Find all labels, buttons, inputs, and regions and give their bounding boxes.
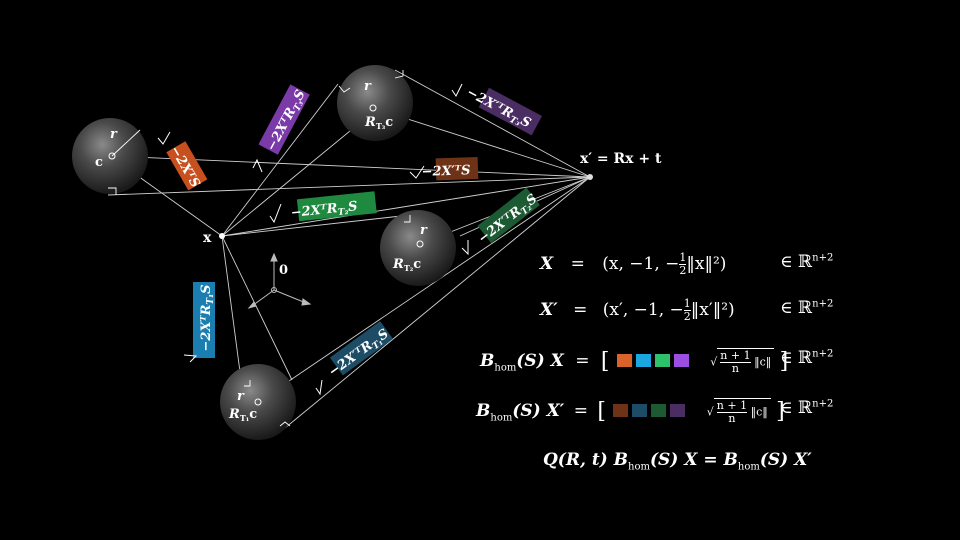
label-r-t1: r [237, 389, 245, 404]
equation-bhom-x-space: ∈ ℝn+2 [780, 348, 834, 368]
label-center-c: c [95, 155, 103, 170]
label-green: −2XᵀRT₂S [290, 191, 377, 223]
right-angle-marks [108, 70, 411, 427]
swatch-green [654, 354, 670, 367]
label-r-c: r [110, 127, 118, 142]
equation-equivariance: Q(R, t) Bhom(S) X = Bhom(S) X′ [543, 450, 812, 473]
origin-axes [247, 252, 312, 309]
sqrt-marks [157, 83, 469, 396]
swatch-dpurple [670, 404, 686, 417]
swatch-purple [673, 354, 689, 367]
svg-text:−2X′ᵀS: −2X′ᵀS [421, 163, 470, 180]
sphere-rt3c [337, 65, 413, 141]
sphere-rt1c [220, 364, 296, 440]
label-center-t1: RT₁c [228, 407, 257, 423]
swatch-dgreen [651, 404, 667, 417]
label-r-t3: r [364, 79, 372, 94]
label-dgreen: −2X′ᵀRT₂S [476, 187, 540, 247]
label-dpurple: −2X′ᵀRT₃S [464, 85, 543, 136]
label-center-t2: RT₂c [392, 257, 421, 273]
equation-x-prime-space: ∈ ℝn+2 [780, 298, 834, 318]
equation-bhom-xp-space: ∈ ℝn+2 [780, 398, 834, 418]
equation-x-space: ∈ ℝn+2 [780, 252, 834, 272]
swatch-brown [613, 404, 629, 417]
label-center-t3: RT₃c [364, 115, 393, 131]
label-brown: −2X′ᵀS [421, 156, 479, 181]
label-orange: −2XᵀS [166, 141, 208, 190]
label-x-prime: x′ = Rx + t [580, 151, 662, 167]
point-x-prime [587, 174, 593, 180]
swatch-dblue [632, 404, 648, 417]
label-blue: −2XᵀRT₁S [193, 282, 216, 358]
label-origin: 0 [279, 263, 288, 278]
swatch-blue [635, 354, 651, 367]
label-x: x [203, 230, 212, 246]
sphere-c [72, 118, 148, 194]
swatch-orange [616, 354, 632, 367]
svg-text:−2XᵀRT₁S: −2XᵀRT₁S [199, 285, 216, 352]
point-x [219, 233, 225, 239]
svg-text:−2XᵀRT₂S: −2XᵀRT₂S [290, 199, 358, 223]
label-purple: −2XᵀRT₃S [258, 84, 310, 155]
label-r-t2: r [420, 223, 428, 238]
sphere-rt2c [380, 210, 456, 286]
